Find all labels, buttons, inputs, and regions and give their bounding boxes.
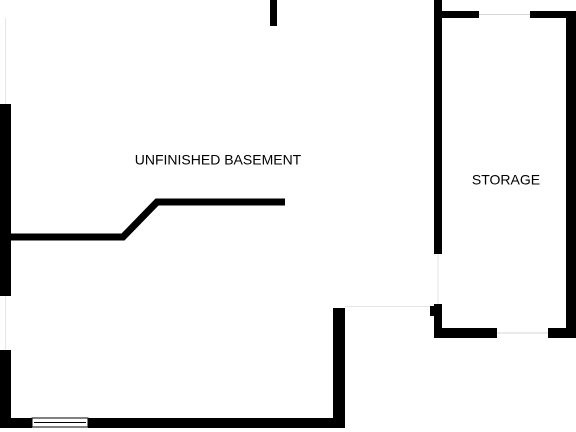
wall-storage-bottom-left bbox=[434, 328, 497, 338]
wall-storage-left-lower bbox=[434, 304, 442, 338]
wall-left-lower bbox=[0, 350, 11, 428]
wall-storage-bottom-right bbox=[548, 328, 576, 338]
wall-bottom-right bbox=[88, 418, 345, 428]
wall-top-stub bbox=[270, 0, 277, 26]
wall-storage-top-right bbox=[530, 11, 576, 18]
wall-bottom-left bbox=[0, 418, 32, 428]
wall-basement-right bbox=[333, 308, 345, 428]
wall-storage-left-upper bbox=[434, 0, 442, 254]
room-label-unfinished-basement: UNFINISHED BASEMENT bbox=[135, 152, 302, 168]
wall-storage-top-left bbox=[434, 11, 479, 18]
window-bottom bbox=[31, 417, 89, 428]
wall-left-upper bbox=[0, 104, 11, 296]
wall-storage-right bbox=[566, 11, 576, 338]
wall-storage-left-notch bbox=[430, 306, 442, 316]
room-label-storage: STORAGE bbox=[472, 172, 540, 188]
interior-partition bbox=[8, 198, 285, 241]
